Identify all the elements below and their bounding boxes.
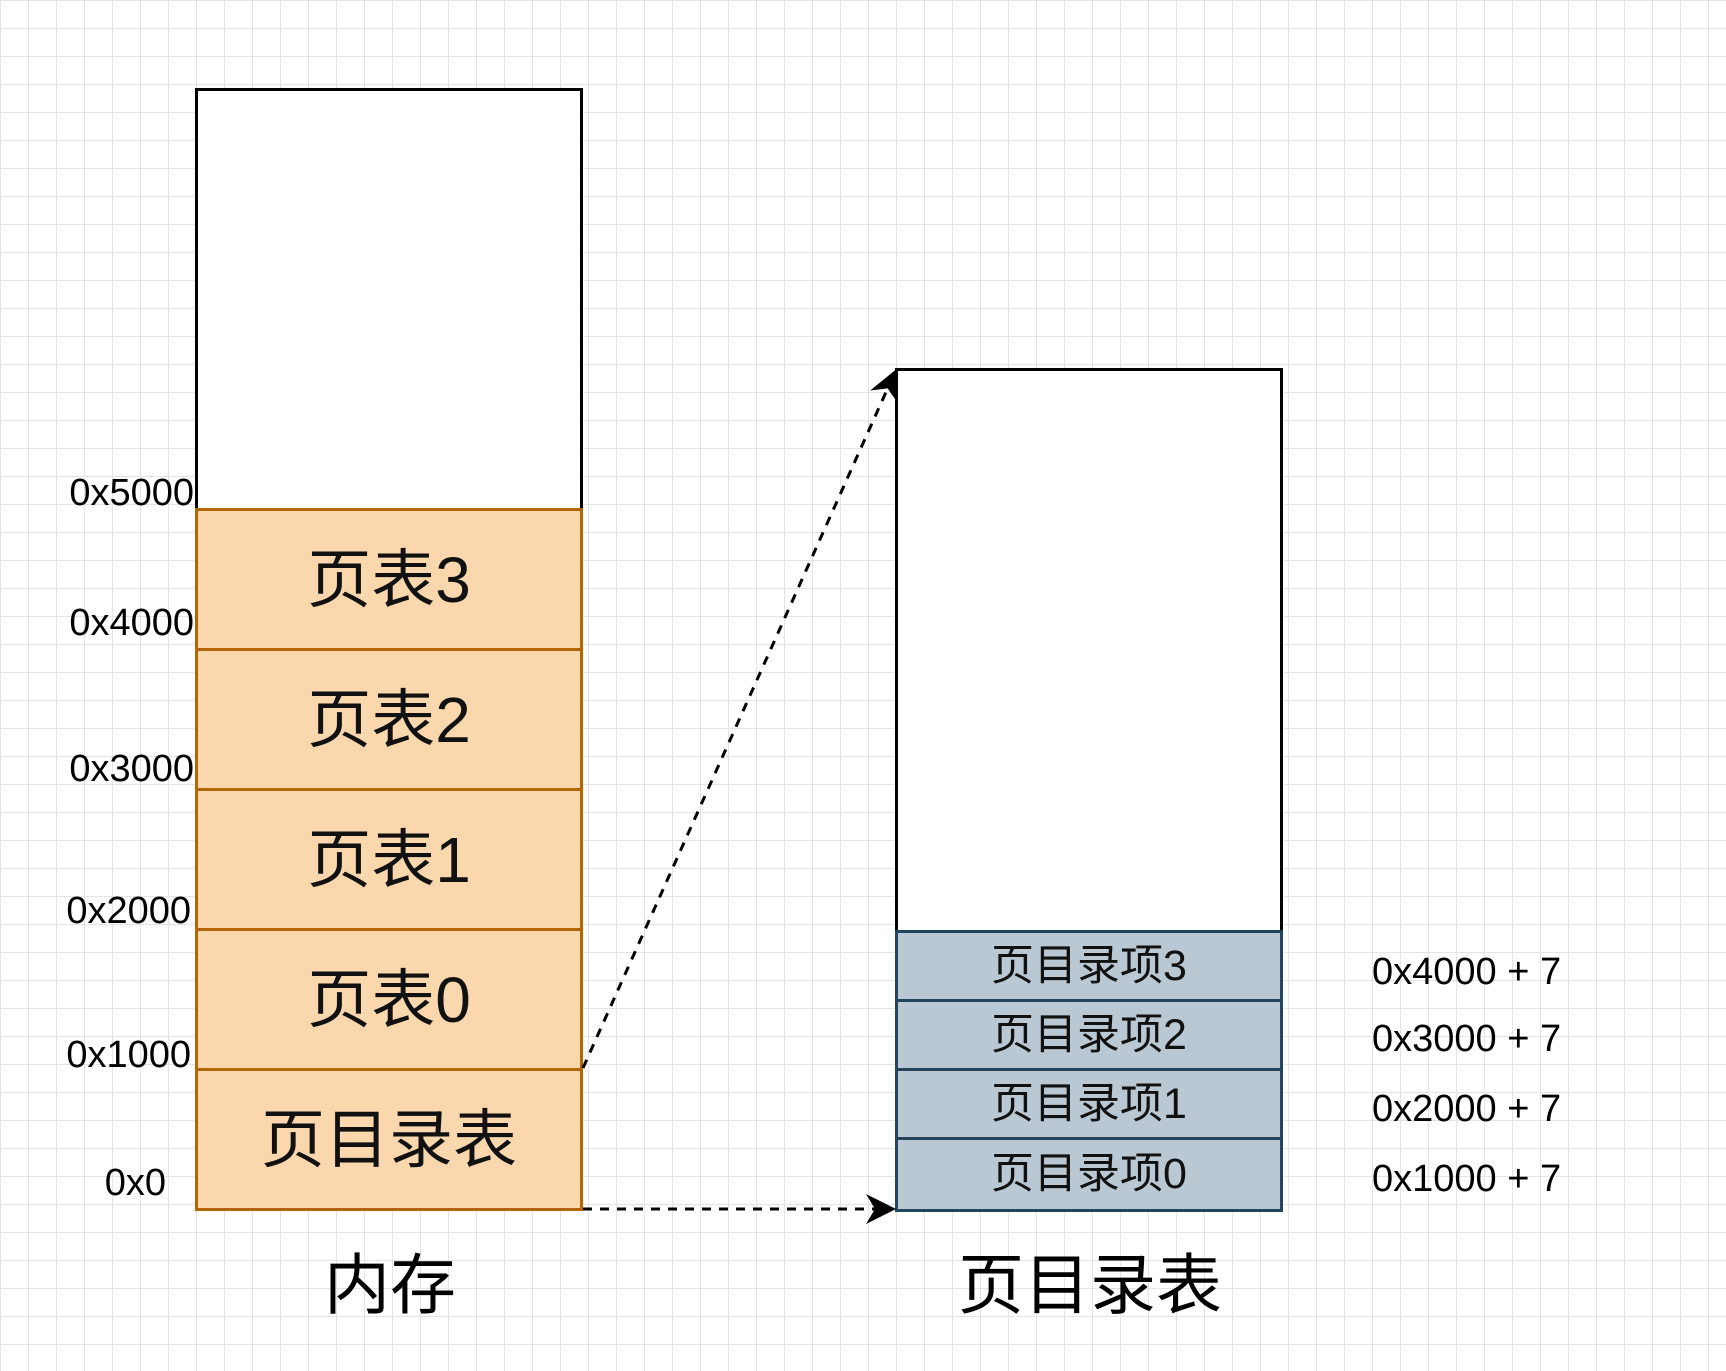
entry-value-3: 0x4000 + 7 — [1372, 951, 1562, 993]
memory-page-directory: 页目录表 — [195, 1068, 583, 1211]
address-label-0x3000: 0x3000 — [69, 748, 194, 790]
memory-free-region — [195, 88, 583, 511]
entry-value-0: 0x1000 + 7 — [1372, 1158, 1562, 1200]
page-directory-entry-1: 页目录项1 — [895, 1068, 1283, 1140]
page-directory-entry-0: 页目录项0 — [895, 1137, 1283, 1212]
address-label-0x1000: 0x1000 — [66, 1034, 191, 1076]
memory-page-table-3: 页表3 — [195, 508, 583, 651]
arrow-to-directory-top — [581, 369, 898, 1069]
entry-value-2: 0x3000 + 7 — [1372, 1018, 1562, 1060]
address-label-0x4000: 0x4000 — [69, 602, 194, 644]
page-directory-free-region — [895, 368, 1283, 933]
address-label-0x2000: 0x2000 — [66, 890, 191, 932]
address-label-0x5000: 0x5000 — [69, 472, 194, 514]
page-directory-entry-2: 页目录项2 — [895, 999, 1283, 1071]
page-directory-caption: 页目录表 — [958, 1248, 1222, 1322]
memory-page-table-2: 页表2 — [195, 648, 583, 791]
entry-value-1: 0x2000 + 7 — [1372, 1088, 1562, 1130]
memory-caption: 内存 — [324, 1248, 456, 1322]
address-label-0x0: 0x0 — [104, 1162, 166, 1204]
